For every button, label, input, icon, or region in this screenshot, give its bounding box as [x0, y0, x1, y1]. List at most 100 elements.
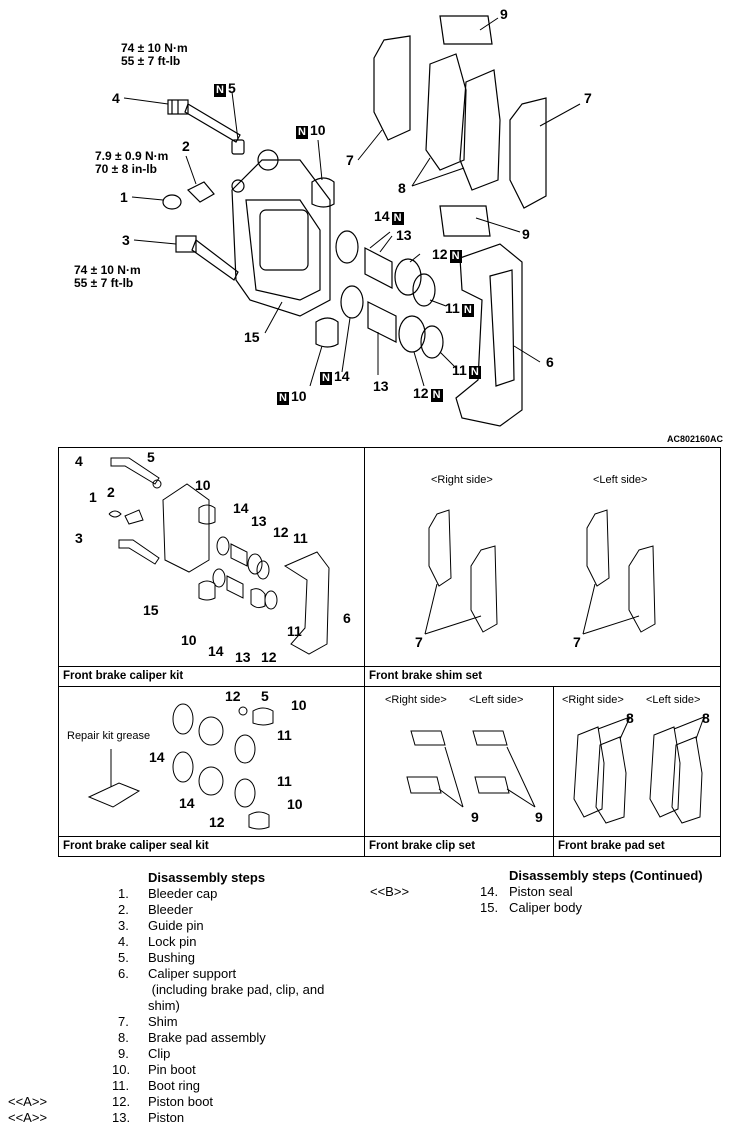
step-num: 11. — [112, 1078, 130, 1093]
step-text: Guide pin — [148, 918, 204, 933]
step-row: 1.Bleeder cap — [0, 886, 400, 902]
pad-label-right: 8 — [626, 710, 634, 726]
pad-set-drawing — [573, 716, 705, 824]
pad-set-cell: <Right side> <Left side> 8 8 Front brake… — [553, 686, 721, 857]
step-row: shim) — [0, 998, 400, 1014]
new-part-mark: N — [214, 84, 226, 97]
new-part-mark: N — [320, 372, 332, 385]
clip-right-side: <Right side> — [385, 694, 447, 706]
torque-label-4: 74 ± 10 N·m 55 ± 7 ft-lb — [121, 42, 188, 68]
callout-9-upper: 9 — [500, 6, 508, 22]
caliper-kit-label-11a: 11 — [293, 530, 308, 546]
torque-4-metric: 74 ± 10 N·m — [121, 41, 188, 55]
seal-kit-label-12b: 12 — [209, 814, 225, 830]
guide-pin-part — [175, 235, 239, 281]
caliper-kit-label-13b: 13 — [235, 649, 251, 665]
bushing-part — [231, 139, 245, 155]
caliper-kit-label-6: 6 — [343, 610, 351, 626]
callout-12-upper-num: 12 — [432, 246, 448, 262]
step-text: Clip — [148, 1046, 171, 1061]
steps-cont-heading: Disassembly steps (Continued) — [509, 868, 703, 883]
step-text: Shim — [148, 1014, 178, 1029]
caliper-support-part — [455, 243, 523, 427]
callout-13-upper: 13 — [396, 227, 412, 243]
callout-13-lower: 13 — [373, 378, 389, 394]
caliper-kit-label-1: 1 — [89, 489, 97, 505]
step-num: 3. — [118, 918, 129, 933]
pad-set-caption: Front brake pad set — [558, 840, 665, 852]
pin-boot-part-upper — [311, 177, 335, 208]
step-text: Caliper support — [148, 966, 237, 981]
caliper-kit-label-12b: 12 — [261, 649, 277, 665]
caliper-kit-caption: Front brake caliper kit — [63, 670, 184, 682]
step-num: 2. — [118, 902, 129, 917]
brake-pad-part-outer — [459, 69, 501, 191]
step-text: shim) — [148, 998, 180, 1013]
step-text: Pin boot — [148, 1062, 196, 1077]
step-note: <<B>> — [370, 884, 410, 899]
caliper-kit-cell: 4 5 1 2 10 3 14 13 12 11 15 6 10 14 13 1… — [58, 447, 365, 687]
caliper-kit-label-4: 4 — [75, 453, 83, 469]
torque-label-3: 74 ± 10 N·m 55 ± 7 ft-lb — [74, 264, 141, 290]
pin-boot-part-lower — [315, 317, 339, 348]
step-row: <<A>>13.Piston — [0, 1110, 400, 1126]
disassembly-steps: Disassembly steps 1.Bleeder cap 2.Bleede… — [0, 870, 400, 1126]
new-part-mark: N — [296, 126, 308, 139]
clip-part-lower — [439, 205, 491, 237]
exploded-view-drawing — [123, 15, 581, 427]
new-part-mark: N — [461, 304, 474, 317]
seal-kit-label-5: 5 — [261, 688, 269, 704]
caliper-body-part — [231, 149, 331, 317]
caption-divider — [554, 836, 720, 837]
seal-kit-cell: Repair kit grease 12 5 10 14 11 14 11 12 — [58, 686, 365, 857]
pad-left-side: <Left side> — [646, 694, 701, 706]
torque-2-metric: 7.9 ± 0.9 N·m — [95, 149, 169, 163]
step-num: 5. — [118, 950, 129, 965]
step-num: 8. — [118, 1030, 129, 1045]
caption-divider — [365, 666, 720, 667]
shim-right-side: <Right side> — [431, 474, 493, 486]
clip-set-caption: Front brake clip set — [369, 840, 476, 852]
step-num: 4. — [118, 934, 129, 949]
piston-part-lower — [367, 301, 397, 343]
step-row: 4.Lock pin — [0, 934, 400, 950]
clip-label-left: 9 — [535, 809, 543, 825]
seal-kit-label-14b: 14 — [179, 795, 195, 811]
callout-14-upper-num: 14 — [374, 208, 390, 224]
torque-2-imperial: 70 ± 8 in-lb — [95, 162, 157, 176]
boot-ring-part-upper — [412, 273, 436, 307]
piston-part-upper — [364, 247, 393, 289]
caption-divider — [59, 666, 364, 667]
clip-left-side: <Left side> — [469, 694, 524, 706]
clip-set-cell: <Right side> <Left side> 9 9 Front brake… — [364, 686, 554, 857]
clip-label-right: 9 — [471, 809, 479, 825]
step-row: <<A>>12.Piston boot — [0, 1094, 400, 1110]
step-row: (including brake pad, clip, and — [0, 982, 400, 998]
caption-divider — [365, 836, 553, 837]
caliper-kit-label-15: 15 — [143, 602, 159, 618]
step-num: 6. — [118, 966, 129, 981]
callout-5-num: 5 — [227, 80, 236, 96]
callout-9-lower: 9 — [522, 226, 530, 242]
callout-7-right: 7 — [584, 90, 592, 106]
piston-boot-part-upper — [394, 258, 422, 296]
piston-seal-part-lower — [340, 285, 364, 319]
step-num: 7. — [118, 1014, 129, 1029]
seal-kit-label-10a: 10 — [291, 697, 307, 713]
step-num: 14. — [480, 884, 499, 899]
step-num: 13. — [112, 1110, 131, 1125]
shim-part-right — [509, 97, 547, 209]
step-text: Bushing — [148, 950, 195, 965]
callout-4: 4 — [112, 90, 120, 106]
callout-10-lower-num: 10 — [290, 388, 307, 404]
step-text: Caliper body — [509, 900, 582, 915]
seal-kit-label-14a: 14 — [149, 749, 165, 765]
step-text: Bleeder cap — [148, 886, 218, 901]
step-text: Bleeder — [148, 902, 193, 917]
callout-6: 6 — [546, 354, 554, 370]
brake-pad-part-inner — [425, 53, 467, 171]
